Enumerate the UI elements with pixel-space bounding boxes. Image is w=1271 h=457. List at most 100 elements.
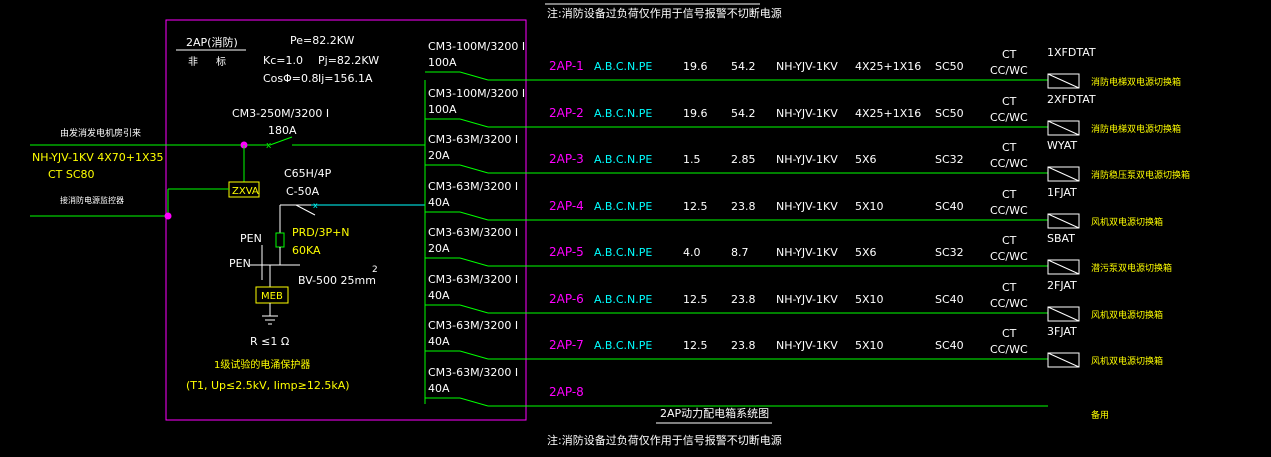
breaker-rating: 40A xyxy=(428,196,450,209)
breaker-rating: 40A xyxy=(428,382,450,395)
circuit-cable: NH-YJV-1KV xyxy=(776,293,838,306)
load-description: 风机双电源切换箱 xyxy=(1091,309,1163,321)
load-description: 风机双电源切换箱 xyxy=(1091,355,1163,367)
load-name: SBAT xyxy=(1047,232,1075,245)
circuit-id: 2AP-6 xyxy=(549,292,584,306)
panel-tag-right: 标 xyxy=(216,56,226,68)
circuit-id: 2AP-5 xyxy=(549,245,584,259)
breaker-switch xyxy=(459,118,489,128)
switch-box-icon xyxy=(1047,213,1080,229)
panel-pe: Pe=82.2KW xyxy=(290,34,355,47)
circuit-power: 1.5 xyxy=(683,153,701,166)
bv-cable: BV-500 25mm xyxy=(298,274,376,287)
spd-breaker-rating: C-50A xyxy=(286,185,320,198)
circuit-phases: A.B.C.N.PE xyxy=(594,60,652,73)
circuit-laying-method: CC/WC xyxy=(990,343,1028,356)
breaker-model: CM3-63M/3200 I xyxy=(428,319,518,332)
circuit-laying-ct: CT xyxy=(1002,234,1017,247)
circuit-cable: NH-YJV-1KV xyxy=(776,200,838,213)
circuit-phases: A.B.C.N.PE xyxy=(594,339,652,352)
switch-box-icon xyxy=(1047,352,1080,368)
circuit-conduit: SC40 xyxy=(935,200,964,213)
circuit-current: 2.85 xyxy=(731,153,756,166)
switch-box-diagonal xyxy=(1047,259,1080,275)
circuit-cable: NH-YJV-1KV xyxy=(776,153,838,166)
circuit-conduit: SC32 xyxy=(935,246,964,259)
main-breaker-switch xyxy=(269,136,293,146)
circuit-current: 54.2 xyxy=(731,107,756,120)
breaker-switch xyxy=(459,257,489,267)
circuit-power: 12.5 xyxy=(683,339,708,352)
load-name: 2XFDTAT xyxy=(1047,93,1096,106)
circuit-laying-method: CC/WC xyxy=(990,204,1028,217)
breaker-rating: 100A xyxy=(428,56,457,69)
circuit-phases: A.B.C.N.PE xyxy=(594,153,652,166)
incoming-cable: NH-YJV-1KV 4X70+1X35 xyxy=(32,151,164,164)
pen-label-1: PEN xyxy=(240,232,262,245)
circuit-size: 5X6 xyxy=(855,153,877,166)
circuit-laying-method: CC/WC xyxy=(990,157,1028,170)
meb-label: MEB xyxy=(261,291,283,302)
circuit-id: 2AP-4 xyxy=(549,199,584,213)
breaker-model: CM3-63M/3200 I xyxy=(428,273,518,286)
switch-box-icon xyxy=(1047,259,1080,275)
circuit-current: 54.2 xyxy=(731,60,756,73)
switch-box-icon xyxy=(1047,166,1080,182)
spd-rating: 60KA xyxy=(292,244,321,257)
breaker-rating: 20A xyxy=(428,242,450,255)
breaker-switch xyxy=(459,71,489,81)
load-description: 消防稳压泵双电源切换箱 xyxy=(1091,169,1190,181)
load-description: 备用 xyxy=(1091,409,1109,421)
incoming-label: 由发消发电机房引来 xyxy=(60,127,141,139)
top-note: 注:消防设备过负荷仅作用于信号报警不切断电源 xyxy=(547,6,782,20)
circuit-size: 5X10 xyxy=(855,339,884,352)
circuit-id: 2AP-1 xyxy=(549,59,584,73)
circuit-power: 19.6 xyxy=(683,107,708,120)
load-name: 2FJAT xyxy=(1047,279,1077,292)
zxva-label: ZXVA xyxy=(232,186,259,197)
panel-cos: CosΦ=0.8 xyxy=(263,72,319,85)
fire-signal-label: 接消防电源监控器 xyxy=(60,195,124,205)
panel-tag-left: 非 xyxy=(188,56,198,68)
circuit-laying-ct: CT xyxy=(1002,327,1017,340)
load-name: 3FJAT xyxy=(1047,325,1077,338)
breaker-model: CM3-63M/3200 I xyxy=(428,366,518,379)
svg-text:x: x xyxy=(266,141,272,151)
panel-ij: Ij=156.1A xyxy=(318,72,373,85)
circuit-id: 2AP-7 xyxy=(549,338,584,352)
circuit-laying-ct: CT xyxy=(1002,188,1017,201)
switch-box-diagonal xyxy=(1047,306,1080,322)
circuit-current: 23.8 xyxy=(731,293,756,306)
switch-box-icon xyxy=(1047,306,1080,322)
circuit-laying-method: CC/WC xyxy=(990,64,1028,77)
breaker-switch xyxy=(459,350,489,360)
breaker-switch xyxy=(459,397,489,407)
switch-box-icon xyxy=(1047,73,1080,89)
circuit-size: 4X25+1X16 xyxy=(855,107,921,120)
circuit-id: 2AP-8 xyxy=(549,385,584,399)
circuit-power: 12.5 xyxy=(683,200,708,213)
load-name: 1FJAT xyxy=(1047,186,1077,199)
circuit-size: 4X25+1X16 xyxy=(855,60,921,73)
breaker-switch xyxy=(459,304,489,314)
diagram-caption: 2AP动力配电箱系统图 xyxy=(660,406,769,420)
breaker-model: CM3-63M/3200 I xyxy=(428,133,518,146)
circuit-laying-ct: CT xyxy=(1002,48,1017,61)
main-breaker-model: CM3-250M/3200 I xyxy=(232,107,329,120)
breaker-rating: 20A xyxy=(428,149,450,162)
circuit-conduit: SC40 xyxy=(935,339,964,352)
circuit-cable: NH-YJV-1KV xyxy=(776,246,838,259)
circuit-current: 8.7 xyxy=(731,246,749,259)
breaker-model: CM3-63M/3200 I xyxy=(428,180,518,193)
incoming-conduit: CT SC80 xyxy=(48,168,95,181)
circuit-phases: A.B.C.N.PE xyxy=(594,246,652,259)
circuit-cable: NH-YJV-1KV xyxy=(776,107,838,120)
bottom-note: 注:消防设备过负荷仅作用于信号报警不切断电源 xyxy=(547,433,782,447)
spd-breaker-model: C65H/4P xyxy=(284,167,332,180)
meb-box xyxy=(255,286,289,304)
switch-box-icon xyxy=(1047,120,1080,136)
panel-pj: Pj=82.2KW xyxy=(318,54,379,67)
panel-kc: Kc=1.0 xyxy=(263,54,303,67)
